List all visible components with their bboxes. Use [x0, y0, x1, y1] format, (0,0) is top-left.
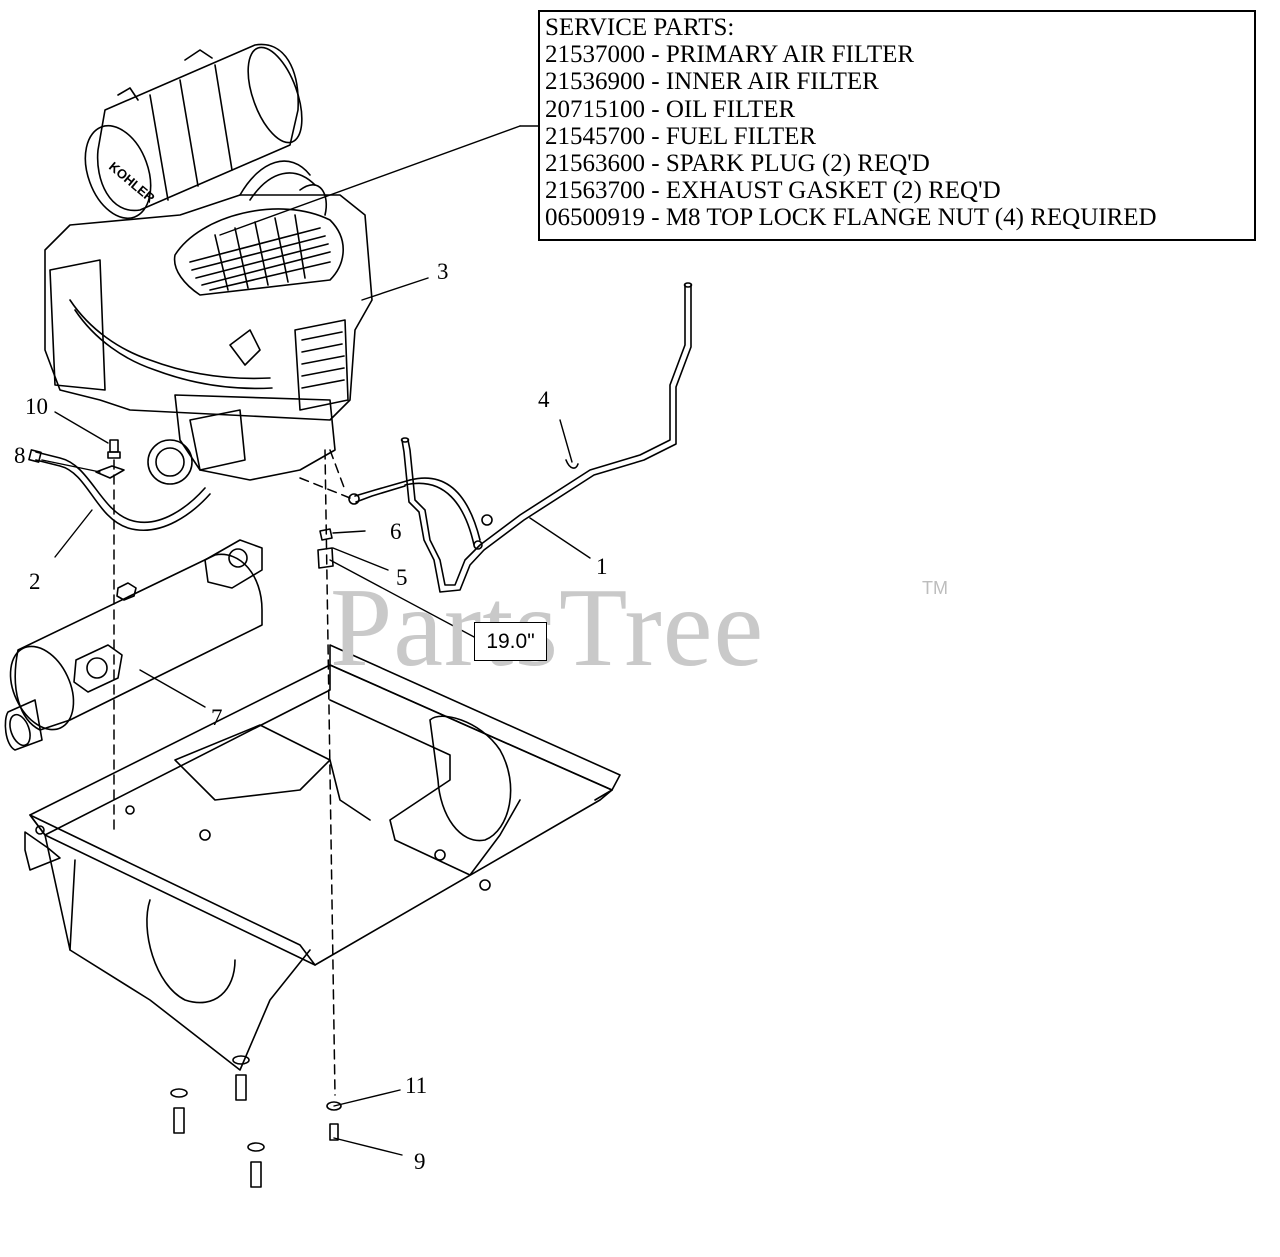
callout-9: 9	[414, 1149, 426, 1174]
callout-6: 6	[390, 519, 402, 544]
service-part-item: 06500919 - M8 TOP LOCK FLANGE NUT (4) RE…	[545, 204, 1157, 232]
callout-3: 3	[437, 259, 449, 284]
fastener-parts	[95, 439, 334, 569]
service-parts-title: SERVICE PARTS:	[545, 14, 735, 41]
muffler-part	[4, 539, 263, 751]
alignment-lines	[113, 449, 351, 1096]
leader-lines	[41, 125, 591, 1156]
lower-bolts	[170, 1055, 342, 1188]
callout-7: 7	[211, 705, 223, 730]
service-part-item: 21537000 - PRIMARY AIR FILTER	[545, 41, 915, 69]
callout-5: 5	[396, 565, 408, 590]
service-part-item: 21563700 - EXHAUST GASKET (2) REQ'D	[545, 177, 1001, 205]
callout-11: 11	[405, 1073, 428, 1098]
service-part-item: 20715100 - OIL FILTER	[545, 95, 796, 123]
frame-part	[24, 644, 621, 1071]
service-part-item: 21536900 - INNER AIR FILTER	[545, 68, 879, 96]
fuel-line-assembly	[348, 282, 693, 593]
engine-assembly: KOHLER	[44, 43, 373, 485]
callout-1: 1	[596, 554, 608, 579]
callout-8: 8	[14, 443, 26, 468]
callout-4: 4	[538, 387, 550, 412]
dimension-label: 19.0"	[474, 622, 547, 661]
hose-part	[28, 449, 211, 531]
watermark-tm: TM	[922, 578, 948, 598]
service-parts-box: SERVICE PARTS: 21537000 - PRIMARY AIR FI…	[538, 10, 1256, 241]
callout-10: 10	[25, 394, 48, 419]
service-part-item: 21545700 - FUEL FILTER	[545, 122, 817, 150]
service-part-item: 21563600 - SPARK PLUG (2) REQ'D	[545, 150, 930, 178]
callout-2: 2	[29, 569, 41, 594]
